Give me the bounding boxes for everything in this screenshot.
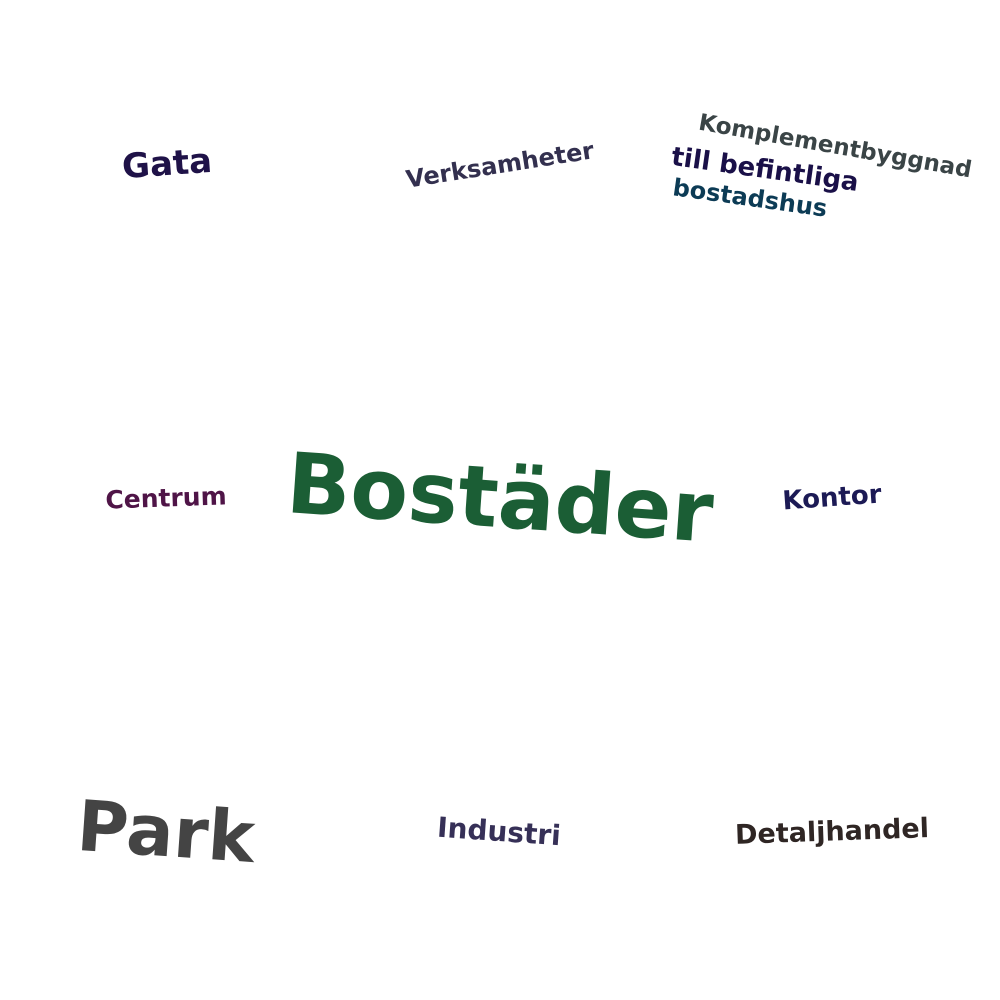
word-centrum: Centrum bbox=[104, 481, 228, 515]
word-detaljhandel: Detaljhandel bbox=[734, 813, 930, 851]
word-gata: Gata bbox=[120, 140, 214, 188]
word-verksamheter: Verksamheter bbox=[404, 136, 596, 194]
word-bostader: Bostäder bbox=[283, 434, 717, 562]
word-kontor: Kontor bbox=[781, 479, 883, 517]
word-park: Park bbox=[74, 784, 258, 880]
word-industri: Industri bbox=[436, 810, 562, 853]
